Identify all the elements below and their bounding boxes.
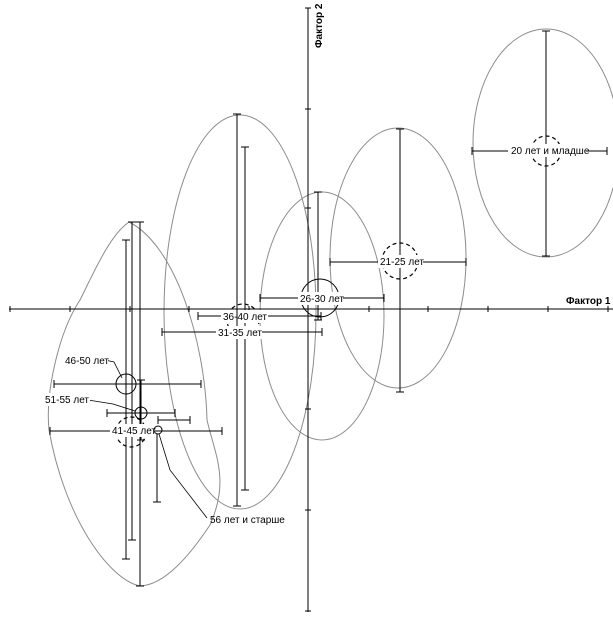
group-46-50: 46-50 лет	[53, 239, 202, 560]
group-51-55: 51-55 лет	[44, 379, 176, 441]
group-56: 56 лет и старше	[153, 416, 285, 526]
label-26-30: 26-30 лет	[300, 294, 344, 305]
label-46-50: 46-50 лет	[65, 356, 109, 367]
label-20: 20 лет и младше	[511, 146, 590, 157]
label-51-55: 51-55 лет	[45, 395, 89, 406]
x-axis	[9, 306, 613, 312]
label-31-35: 31-35 лет	[218, 328, 262, 339]
group-21-25: 21-25 лет	[329, 128, 467, 393]
y-axis	[305, 7, 311, 612]
label-56: 56 лет и старше	[210, 515, 285, 526]
group-26-30: 26-30 лет	[259, 191, 385, 321]
group-36-40: 36-40 лет	[197, 146, 322, 491]
ellipse-20	[472, 28, 613, 258]
label-21-25: 21-25 лет	[380, 257, 424, 268]
x-axis-title: Фактор 1	[566, 296, 611, 307]
y-axis-title: Фактор 2	[314, 3, 325, 48]
group-20: 20 лет и младше	[471, 30, 608, 257]
label-41-45: 41-45 лет	[112, 426, 156, 437]
group-41-45: 41-45 лет	[49, 221, 223, 587]
label-36-40: 36-40 лет	[223, 312, 267, 323]
group-31-35: 31-35 лет	[161, 113, 323, 507]
ellipse-31-40	[163, 114, 317, 510]
